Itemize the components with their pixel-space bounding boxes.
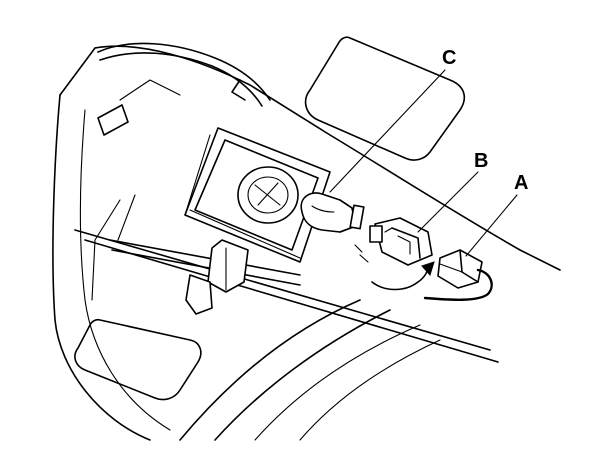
bulb-socket bbox=[369, 217, 433, 266]
recess-top-left bbox=[97, 104, 129, 136]
callout-b-label: B bbox=[474, 150, 488, 172]
guide-lines bbox=[354, 244, 369, 263]
rotate-arrow-icon bbox=[371, 261, 435, 291]
lamp-housing bbox=[184, 127, 331, 263]
wiring-harness bbox=[97, 42, 271, 107]
support-rod bbox=[74, 229, 499, 363]
bulb bbox=[300, 192, 365, 233]
callout-a-label: A bbox=[514, 172, 528, 194]
lower-body-lines bbox=[91, 194, 441, 441]
connector bbox=[423, 249, 493, 301]
callout-c-label: C bbox=[442, 47, 456, 69]
rear-window bbox=[304, 36, 466, 161]
socket-ring bbox=[237, 166, 299, 224]
panel-body bbox=[52, 45, 561, 441]
lower-recess bbox=[74, 318, 202, 401]
rod-clip bbox=[185, 239, 249, 315]
callout-leaders bbox=[329, 69, 518, 257]
